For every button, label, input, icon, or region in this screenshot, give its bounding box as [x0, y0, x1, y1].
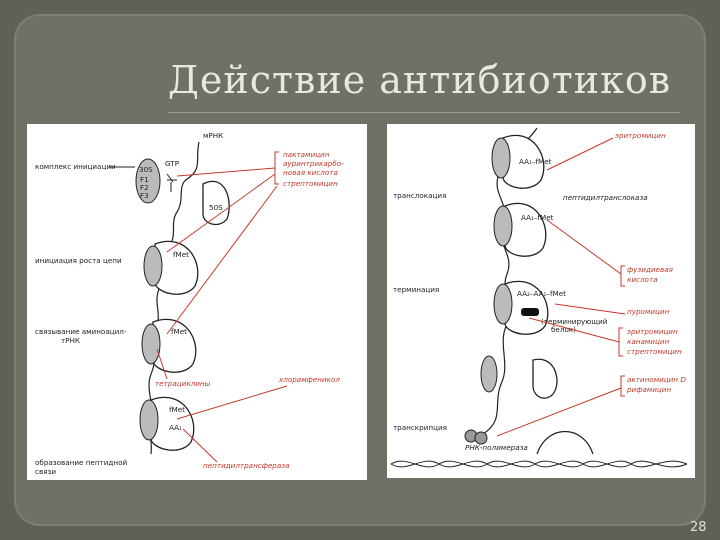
- label-termination: терминация: [393, 285, 439, 294]
- ab-erythro2: эритромицин: [627, 327, 678, 336]
- free-subunit-large: [532, 358, 558, 399]
- trna-cloverleaf-1: [166, 173, 177, 192]
- stage-initiation-growth: инициация роста цепи: [35, 256, 122, 265]
- rna-polymerase-blob-2: [474, 431, 488, 445]
- label-translocation: транслокация: [393, 191, 446, 200]
- label-f2: F2: [140, 183, 149, 192]
- bracket-r2: [618, 327, 623, 357]
- ribosome-2-small: [143, 245, 163, 287]
- label-fmet-1: fMet: [173, 250, 189, 259]
- dna-helix-2: [390, 460, 688, 468]
- bracket-r1: [620, 265, 625, 287]
- arrow-red-5: [176, 385, 288, 420]
- label-aa1: AA₁: [169, 423, 182, 432]
- arrow-r2: [546, 219, 622, 275]
- ab-kanamycin: канамицин: [627, 337, 670, 346]
- arrow-r3: [554, 303, 626, 315]
- ribosome-r3-small: [493, 283, 513, 325]
- dna-bubble: [536, 430, 594, 455]
- label-aa2-chain: AA₂–AA₁–fMet: [517, 289, 566, 298]
- peptidyltranslocase: пептидилтранслоказа: [563, 193, 648, 202]
- arrow-r4: [528, 317, 620, 343]
- label-aa1-fmet-b: AA₁–fMet: [521, 213, 554, 222]
- label-30s: 30S: [139, 165, 153, 174]
- diagram-left-panel: мРНК 30S F1 F2 F3 GTP 50S комплекс иници…: [27, 124, 367, 480]
- stage-peptide-1: образование пептидной: [35, 458, 127, 467]
- ribosome-r2-small: [493, 205, 513, 247]
- diagram-right-panel: AA₁–fMet эритромицин пептидилтранслоказа…: [387, 124, 695, 478]
- arrow-red-4: [156, 348, 168, 380]
- ab-actinomycin: актиномицин D: [627, 375, 686, 384]
- label-f3: F3: [140, 191, 149, 200]
- ribosome-r1: [502, 134, 545, 189]
- ribosome-4: [150, 396, 195, 451]
- ab-rifamycin: рифамицин: [626, 385, 671, 394]
- arrow-r1: [546, 137, 614, 171]
- fusidic-2: кислота: [627, 275, 658, 284]
- ribosome-30s: [135, 158, 161, 204]
- rna-polymerase: РНК-полимераза: [465, 443, 528, 452]
- stage-binding-2: тРНК: [61, 336, 80, 345]
- right-diagram-svg: AA₁–fMet эритромицин пептидилтранслоказа…: [390, 127, 688, 468]
- terminating-protein: [521, 308, 539, 316]
- arrow-r5: [496, 387, 622, 437]
- page-number: 28: [690, 520, 707, 535]
- label-gtp: GTP: [165, 159, 180, 168]
- label-f1: F1: [140, 175, 149, 184]
- ab-streptomycin-r: стрептомицин: [627, 347, 682, 356]
- fusidic-1: фузидиевая: [627, 265, 674, 274]
- stage-peptide-2: связи: [35, 467, 56, 476]
- ribosome-r3: [504, 280, 549, 335]
- stage-binding-1: связывание аминоацил-: [35, 327, 127, 336]
- left-diagram-svg: мРНК 30S F1 F2 F3 GTP 50S комплекс иници…: [35, 131, 344, 476]
- label-transcription: транскрипция: [393, 423, 447, 432]
- bracket-left-1: [274, 151, 279, 185]
- peptidyl-transferase: пептидилтрансфераза: [203, 461, 289, 470]
- bracket-r3: [620, 375, 625, 397]
- arrow-red-3: [166, 185, 278, 335]
- arrow-red-6: [182, 428, 218, 463]
- slide-title: Действие антибиотиков: [168, 58, 672, 102]
- title-rule: [168, 112, 680, 113]
- label-aa1-fmet: AA₁–fMet: [519, 157, 552, 166]
- stage-initiation-complex: комплекс инициации: [35, 162, 116, 171]
- label-fmet-3: fMet: [169, 405, 185, 414]
- free-subunit-small: [480, 355, 498, 393]
- ribosome-3-small: [141, 323, 161, 365]
- ab-pactamycin: пактамицин: [283, 150, 330, 159]
- arrow-red-1: [176, 167, 276, 177]
- term-protein-1: (терминирующий: [541, 317, 608, 326]
- arrow-red-2: [166, 173, 276, 253]
- mrna-label: мРНК: [203, 131, 223, 140]
- ribosome-4-small: [139, 399, 159, 441]
- label-fmet-2: fMet: [171, 327, 187, 336]
- ab-tetracyclines: тетрациклины: [155, 379, 211, 388]
- label-50s: 50S: [209, 203, 223, 212]
- term-protein-2: белок): [551, 325, 576, 334]
- ab-chloramphenicol: хлорамфеникол: [278, 375, 340, 384]
- ab-erythromycin: эритромицин: [615, 131, 666, 140]
- ab-puromycin: пуромицин: [627, 307, 670, 316]
- ab-aurin-1: ауринтрикарбо-: [283, 159, 344, 168]
- ab-streptomycin: стрептомицин: [283, 179, 338, 188]
- ribosome-r1-small: [491, 137, 511, 179]
- subunit-50s: [202, 180, 230, 226]
- ribosome-r2: [504, 202, 547, 257]
- ab-aurin-2: новая кислота: [283, 168, 338, 177]
